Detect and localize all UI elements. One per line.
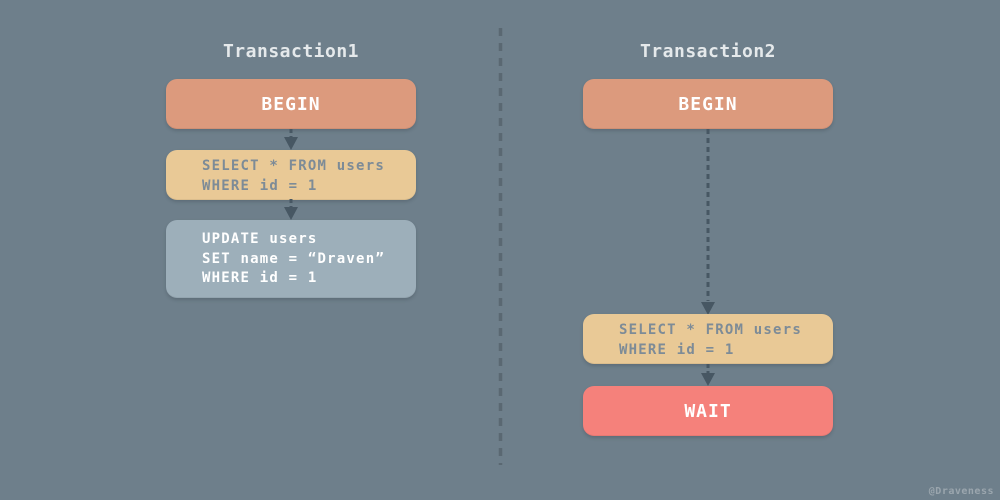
sql-line: SELECT * FROM users bbox=[619, 322, 802, 338]
transaction1-update-node: UPDATE users SET name = “Draven” WHERE i… bbox=[166, 220, 416, 298]
begin-label: BEGIN bbox=[261, 93, 321, 115]
arrow-down-icon bbox=[284, 129, 298, 150]
transaction2-begin-node: BEGIN bbox=[583, 79, 833, 129]
sql-line: SET name = “Draven” bbox=[202, 250, 385, 267]
begin-label: BEGIN bbox=[678, 93, 738, 115]
arrow-down-icon bbox=[701, 364, 715, 386]
long-dashed-arrow-down-icon bbox=[701, 129, 715, 315]
watermark: @Draveness bbox=[928, 486, 994, 497]
transaction1-select-node: SELECT * FROM users WHERE id = 1 bbox=[166, 150, 416, 200]
transaction1-begin-node: BEGIN bbox=[166, 79, 416, 129]
wait-label: WAIT bbox=[684, 400, 732, 422]
sql-line: WHERE id = 1 bbox=[619, 341, 735, 358]
transaction2-wait-node: WAIT bbox=[583, 386, 833, 436]
transaction2-select-node: SELECT * FROM users WHERE id = 1 bbox=[583, 314, 833, 364]
sql-line: WHERE id = 1 bbox=[202, 270, 318, 286]
arrow-down-icon bbox=[284, 199, 298, 220]
transaction1-title: Transaction1 bbox=[222, 41, 360, 62]
transaction2-title: Transaction2 bbox=[639, 41, 777, 62]
sql-line: SELECT * FROM users bbox=[202, 158, 385, 174]
sql-line: WHERE id = 1 bbox=[202, 177, 318, 194]
column-divider-dashed-line bbox=[498, 28, 503, 465]
sql-line: UPDATE users bbox=[202, 231, 318, 247]
